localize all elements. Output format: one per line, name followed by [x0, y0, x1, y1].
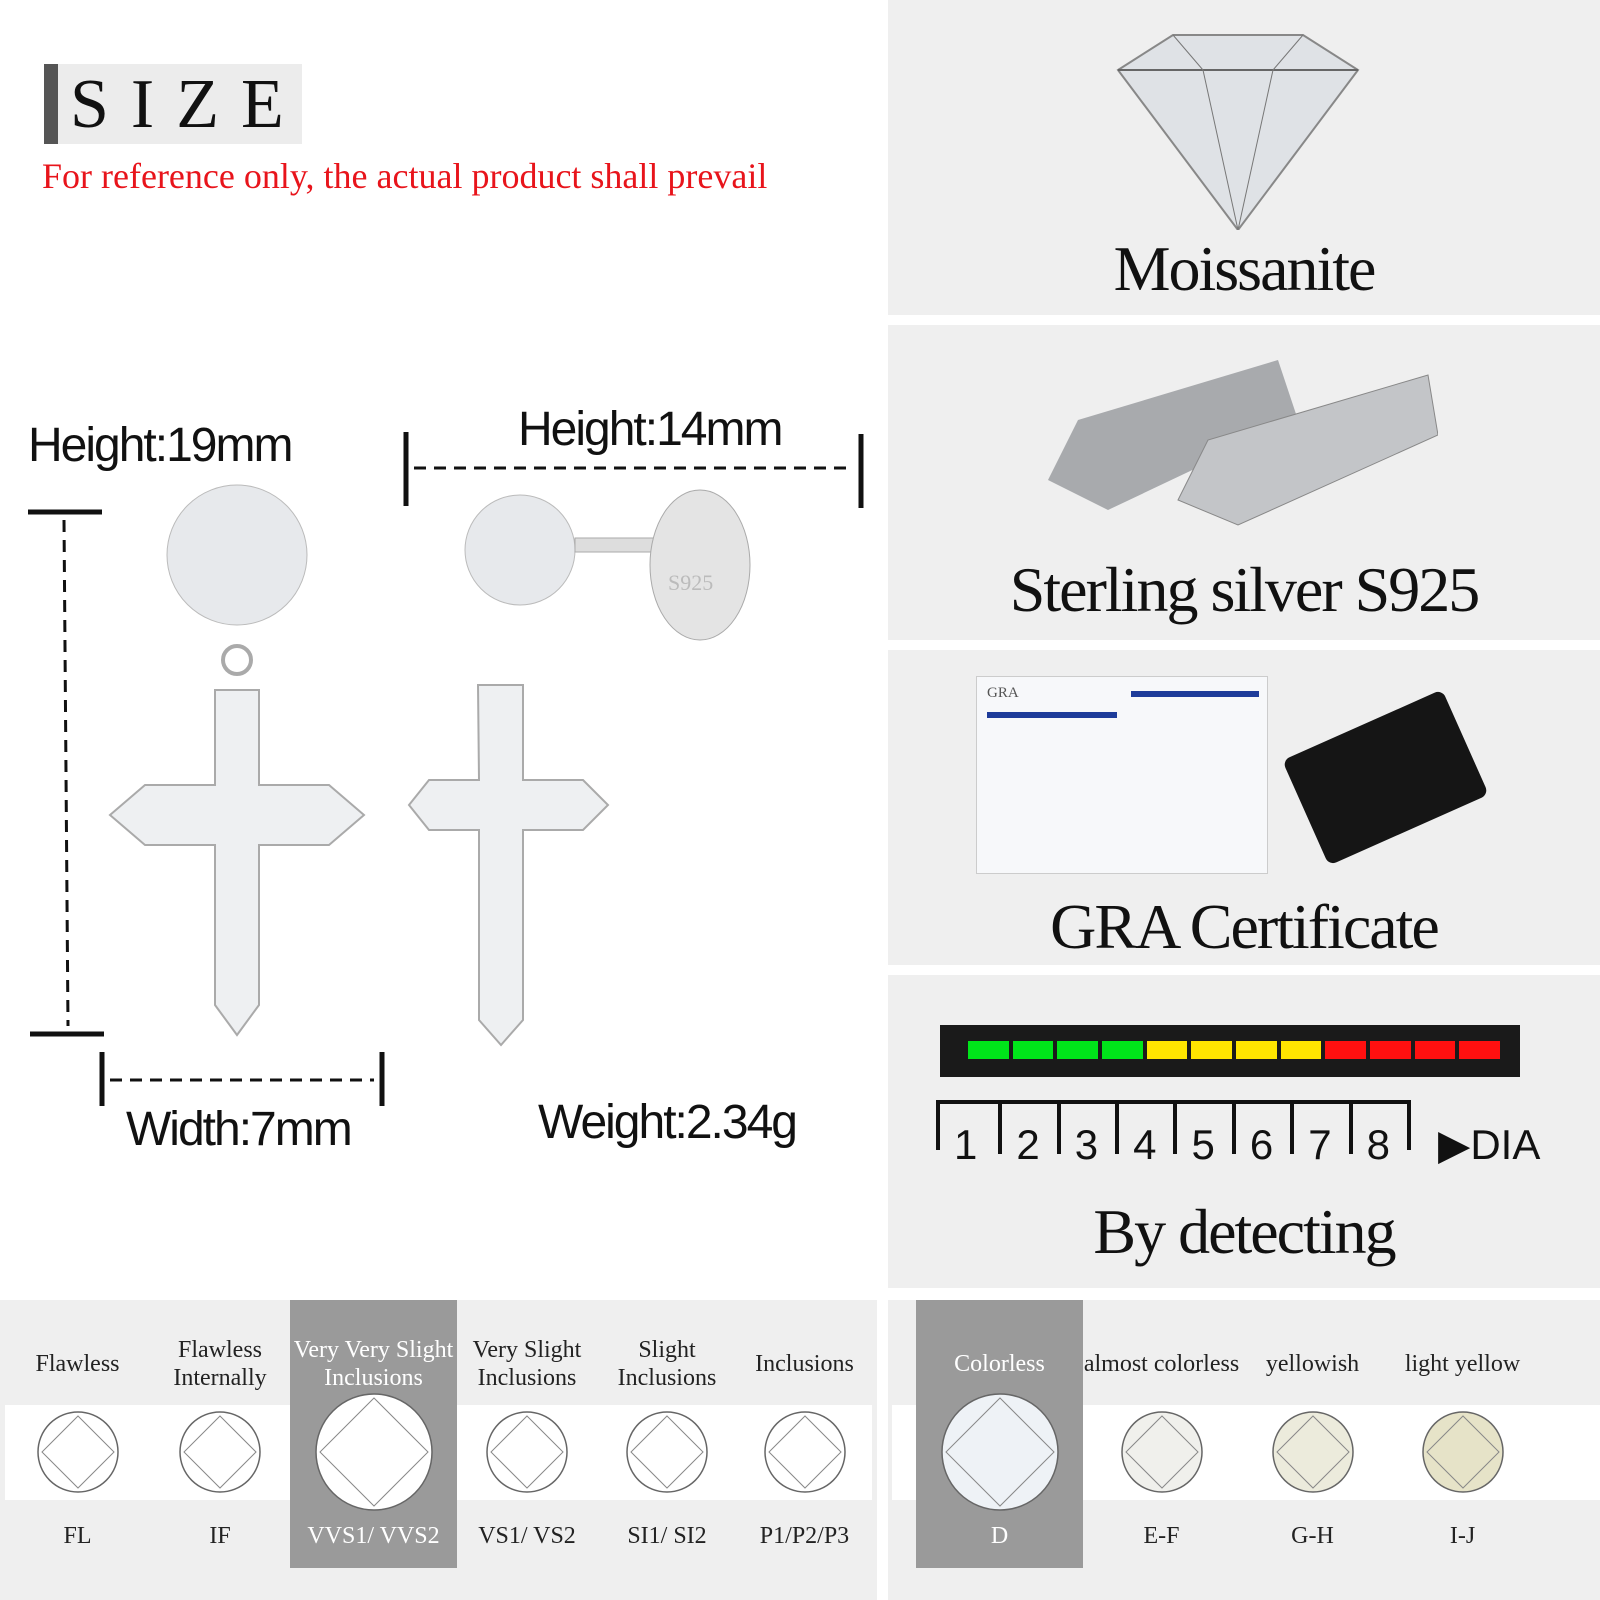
meter-segment [1057, 1041, 1099, 1059]
id-card [1282, 689, 1489, 866]
color-code: I-J [1449, 1523, 1476, 1549]
scale-tick: 1 [954, 1121, 978, 1168]
size-heading: SIZE [44, 64, 302, 144]
reference-note: For reference only, the actual product s… [42, 156, 768, 196]
color-code: D [990, 1523, 1009, 1549]
clarity-column: Slight Inclusions SI1/ SI2 [597, 1300, 737, 1568]
weight-label: Weight:2.34g [538, 1096, 798, 1149]
s925-stamp: S925 [668, 570, 713, 595]
silver-bar-image [1048, 360, 1438, 526]
clarity-column: Very Very Slight Inclusions VVS1/ VVS2 [290, 1300, 457, 1568]
height-front-label: Height:19mm [28, 419, 293, 472]
scale-tick: 8 [1348, 1104, 1407, 1166]
clarity-code: P1/P2/P3 [759, 1523, 850, 1549]
clarity-label: Slight Inclusions [617, 1337, 717, 1391]
color-label: light yellow [1404, 1351, 1521, 1377]
clarity-column: Flawless Internally IF [150, 1300, 290, 1568]
scale-tick: 3 [1056, 1104, 1115, 1166]
scale-tick: 4 [1115, 1104, 1173, 1166]
diamond-image [1116, 34, 1360, 230]
gem-icon [36, 1411, 119, 1493]
meter-segment [1236, 1041, 1277, 1059]
color-column: Colorless D [916, 1300, 1083, 1568]
color-code: E-F [1143, 1523, 1180, 1549]
clarity-column: Very Slight Inclusions VS1/ VS2 [457, 1300, 597, 1568]
clarity-column: Flawless FL [5, 1300, 150, 1568]
gem-icon [763, 1411, 846, 1493]
color-column: yellowish G-H [1240, 1300, 1385, 1568]
clarity-label: Inclusions [755, 1351, 854, 1377]
clarity-label: Flawless [35, 1351, 120, 1377]
gra-title: GRA Certificate [1050, 891, 1440, 962]
gem-icon [1120, 1411, 1203, 1493]
scale-tick: 7 [1290, 1104, 1348, 1166]
clarity-label: Flawless Internally [173, 1337, 267, 1391]
color-code: G-H [1291, 1523, 1334, 1549]
gem-icon [1421, 1411, 1504, 1493]
height-side-label: Height:14mm [518, 403, 783, 456]
meter-segment [1146, 1041, 1188, 1059]
clarity-label: Very Slight Inclusions [472, 1337, 582, 1391]
scale-tick: 6 [1231, 1104, 1290, 1166]
meter-segment [1459, 1041, 1501, 1059]
detector-meter [940, 1025, 1520, 1077]
meter-segment [1191, 1041, 1233, 1059]
gra-certificate-card: GRA [976, 676, 1268, 874]
gem-icon [314, 1393, 433, 1511]
meter-segment [1102, 1041, 1143, 1059]
color-label: Colorless [954, 1351, 1045, 1377]
clarity-code: VVS1/ VVS2 [307, 1523, 440, 1549]
color-label: almost colorless [1083, 1351, 1240, 1377]
silver-title: Sterling silver S925 [1009, 554, 1480, 625]
gra-logo: GRA [987, 685, 1019, 701]
color-column: almost colorless E-F [1083, 1300, 1240, 1568]
clarity-column: Inclusions P1/P2/P3 [737, 1300, 872, 1568]
clarity-code: IF [209, 1523, 231, 1549]
meter-segment [1280, 1041, 1322, 1059]
meter-segment [968, 1041, 1009, 1059]
meter-segment [1414, 1041, 1456, 1059]
moissanite-panel: Moissanite [888, 0, 1600, 315]
clarity-code: VS1/ VS2 [478, 1523, 576, 1549]
scale-tick: 2 [998, 1104, 1056, 1166]
earring-illustration: S925 [28, 432, 864, 1106]
clarity-code: FL [63, 1523, 92, 1549]
gem-icon [486, 1411, 568, 1493]
gem-icon [626, 1411, 708, 1493]
color-label: yellowish [1265, 1351, 1360, 1377]
dia-text: DIA [1470, 1121, 1541, 1168]
meter-segment [1325, 1041, 1367, 1059]
meter-segment [1370, 1041, 1411, 1059]
gem-icon [940, 1393, 1059, 1511]
meter-segment [1012, 1041, 1054, 1059]
moissanite-title: Moissanite [1113, 233, 1377, 304]
detecting-title: By detecting [1093, 1196, 1396, 1267]
silver-panel: Sterling silver S925 [888, 325, 1600, 640]
clarity-code: SI1/ SI2 [627, 1523, 707, 1549]
certificate-panel: GRA GRA Certificate [888, 650, 1600, 965]
clarity-label: Very Very Slight Inclusions [293, 1337, 454, 1391]
color-column: light yellow I-J [1385, 1300, 1540, 1568]
gem-icon [179, 1411, 261, 1493]
gem-icon [1271, 1411, 1354, 1493]
dia-label: ▶DIA [1438, 1121, 1541, 1168]
width-label: Width:7mm [126, 1103, 353, 1156]
scale-tick: 5 [1173, 1104, 1231, 1166]
